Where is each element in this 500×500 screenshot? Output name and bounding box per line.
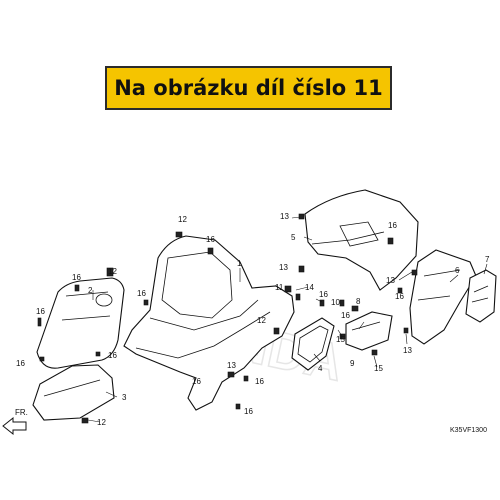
leader-lines	[87, 216, 488, 423]
callout-13e[interactable]: 13	[227, 361, 236, 370]
callout-12b[interactable]: 12	[108, 267, 117, 276]
callout-16m[interactable]: 16	[395, 292, 404, 301]
callout-16i[interactable]: 16	[244, 407, 253, 416]
title-banner: Na obrázku díl číslo 11	[105, 66, 392, 110]
banner-text: Na obrázku díl číslo 11	[114, 76, 383, 100]
callout-13a[interactable]: 13	[280, 212, 289, 221]
callout-16l[interactable]: 16	[388, 221, 397, 230]
callout-5[interactable]: 5	[291, 233, 296, 242]
callout-16b[interactable]: 16	[72, 273, 81, 282]
callout-14[interactable]: 14	[305, 283, 314, 292]
callout-13b[interactable]: 13	[279, 263, 288, 272]
callout-16a[interactable]: 16	[206, 235, 215, 244]
callout-13d[interactable]: 13	[403, 346, 412, 355]
part-1-inner-cover[interactable]	[123, 235, 295, 411]
callout-13c[interactable]: 13	[386, 276, 395, 285]
callout-16c[interactable]: 16	[36, 307, 45, 316]
front-direction-marker: FR.	[2, 408, 28, 436]
callout-16j[interactable]: 16	[319, 290, 328, 299]
part-5-front-top-cover[interactable]	[304, 189, 419, 291]
callout-16f[interactable]: 16	[137, 289, 146, 298]
callout-9[interactable]: 9	[350, 359, 355, 368]
callout-6[interactable]: 6	[455, 266, 460, 275]
callout-8[interactable]: 8	[356, 297, 361, 306]
callout-4[interactable]: 4	[318, 364, 323, 373]
callout-11[interactable]: 11	[275, 283, 284, 292]
callout-16g[interactable]: 16	[192, 377, 201, 386]
drawing-code: K35VF1300	[450, 427, 487, 434]
callout-12d[interactable]: 12	[97, 418, 106, 427]
callout-10[interactable]: 10	[331, 298, 340, 307]
callout-16d[interactable]: 16	[16, 359, 25, 368]
callout-16k[interactable]: 16	[341, 311, 350, 320]
callout-2[interactable]: 2	[88, 286, 93, 295]
callout-15b[interactable]: 15	[374, 364, 383, 373]
callout-12a[interactable]: 12	[178, 215, 187, 224]
callout-7[interactable]: 7	[485, 255, 490, 264]
part-2-glove-box[interactable]	[36, 277, 125, 369]
callout-3[interactable]: 3	[122, 393, 127, 402]
front-marker-label: FR.	[15, 408, 28, 417]
part-7-emblem-panel[interactable]	[465, 269, 497, 323]
callout-16e[interactable]: 16	[108, 351, 117, 360]
part-9-lid[interactable]	[345, 311, 393, 351]
callouts: 1 2 3 4 5 6 7 8 9 10 11 12 12 12 12 13 1…	[16, 212, 490, 427]
callout-16h[interactable]: 16	[255, 377, 264, 386]
fasteners	[37, 213, 418, 424]
part-4-gasket[interactable]	[291, 317, 335, 371]
part-3-lower-cover[interactable]	[32, 364, 115, 421]
callout-12c[interactable]: 12	[257, 316, 266, 325]
part-6-side-cover[interactable]	[409, 249, 477, 345]
callout-1[interactable]: 1	[237, 259, 242, 268]
callout-15a[interactable]: 15	[336, 335, 345, 344]
